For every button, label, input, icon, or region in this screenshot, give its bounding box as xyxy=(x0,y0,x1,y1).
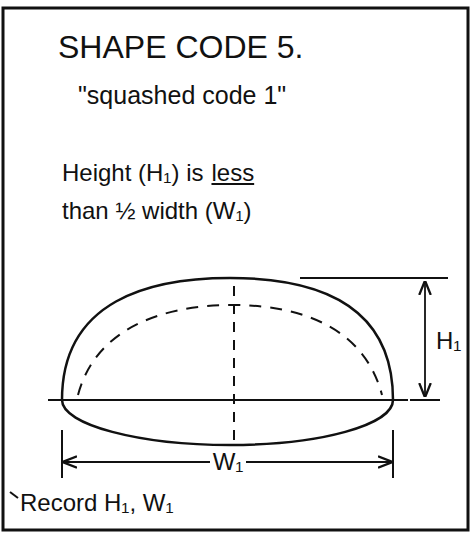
card-border xyxy=(3,8,468,530)
subtitle-note: "squashed code 1" xyxy=(78,82,286,110)
extension-line xyxy=(300,277,448,279)
extension-line xyxy=(61,430,63,478)
rule-text: than ½ width (W₁) xyxy=(62,198,252,224)
rule-emphasis: less xyxy=(211,160,254,186)
extension-line xyxy=(392,430,394,478)
extension-line xyxy=(410,399,440,401)
dashed-arc xyxy=(78,305,382,395)
dimension-label: H₁ xyxy=(436,328,461,354)
card-title: SHAPE CODE 5. xyxy=(58,30,303,65)
center-axis xyxy=(233,286,235,442)
width-axis xyxy=(48,399,408,401)
rule-text: Height (H₁) is xyxy=(62,160,203,186)
record-note: Record H₁, W₁ xyxy=(20,490,174,516)
dimension-label: W₁ xyxy=(210,449,247,475)
pen-mark xyxy=(10,492,18,498)
height-dimension xyxy=(424,282,426,396)
squashed-shape xyxy=(62,278,393,445)
